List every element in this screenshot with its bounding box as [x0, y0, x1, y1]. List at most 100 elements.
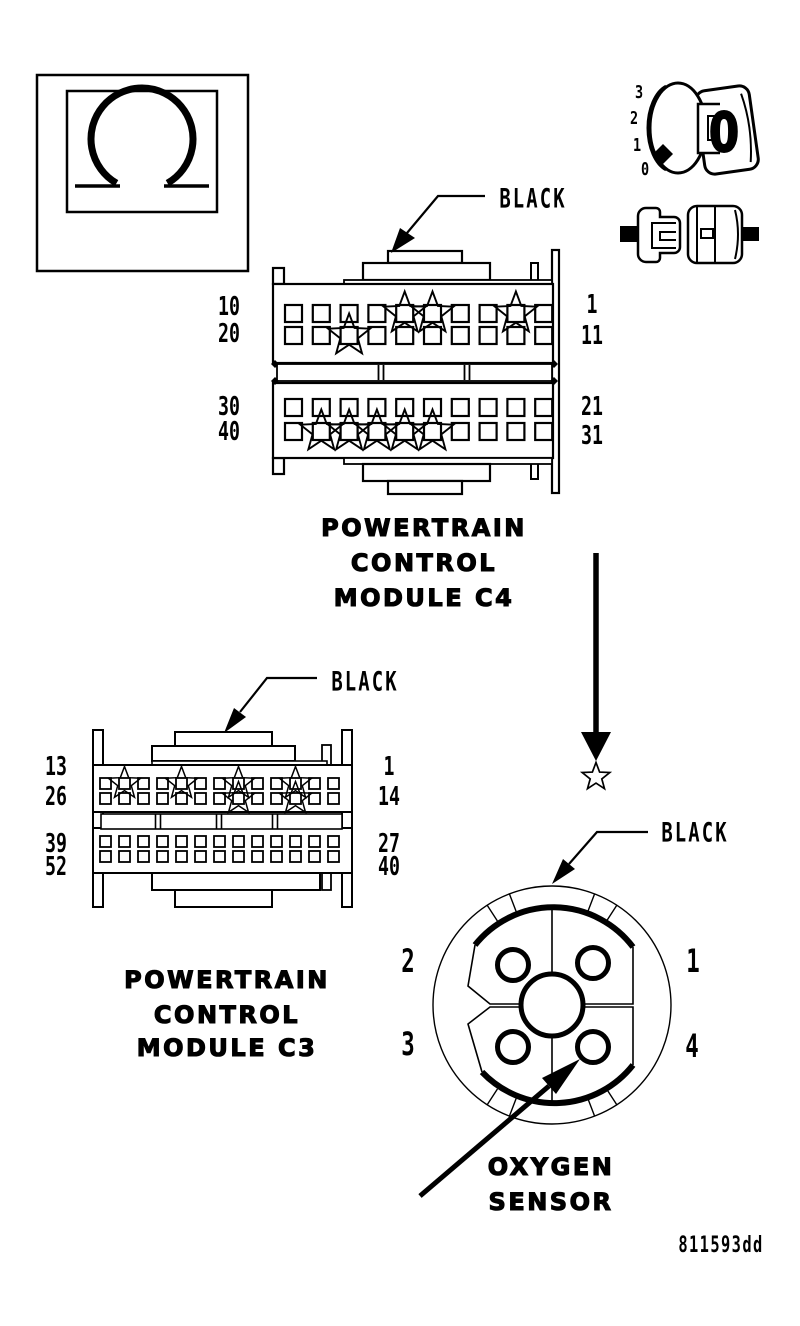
c4-label-row4-right: 31 [581, 421, 603, 451]
pin-cavity [395, 303, 415, 324]
pin-cavity [367, 421, 387, 442]
pin-cavity [395, 325, 415, 346]
pin-cavity [289, 850, 302, 863]
dial-mark-3: 3 [635, 81, 643, 102]
c4-body-upper [271, 282, 555, 365]
pin-cavity [308, 850, 321, 863]
pin-cavity [194, 850, 207, 863]
pin-cavity [450, 421, 470, 442]
o2-upper-shell-arc [472, 904, 636, 949]
pin-cavity [175, 835, 188, 848]
test-point-star [409, 288, 456, 334]
test-point-star [277, 764, 314, 800]
pin-cavity [156, 835, 169, 848]
c3-title-line3: MODULE C3 [137, 1034, 318, 1062]
o2-label-lower-right: 4 [685, 1027, 698, 1065]
dial-notch [696, 102, 720, 155]
dial-mark-0: 0 [641, 158, 649, 179]
c4-title-line2: CONTROL [351, 549, 497, 577]
c3-black-leader-line [239, 676, 317, 713]
o2-wire-color-label: BLACK [661, 817, 728, 848]
ohm-symbol [87, 84, 197, 187]
c3-label-row2-left: 26 [45, 782, 67, 812]
pin-cavity [251, 777, 264, 790]
pin-cavity [367, 303, 387, 324]
multimeter-dial-icon: 0 3 2 1 0 [630, 81, 760, 180]
pin-cavity [478, 397, 498, 418]
o2-key-ticks [486, 893, 618, 1117]
test-point-star [106, 764, 143, 800]
dial-pointer-icon [653, 144, 673, 164]
pin-cavity [450, 325, 470, 346]
c4-title-line3: MODULE C4 [334, 584, 515, 612]
pin-cavity [99, 792, 112, 805]
pin-cavity [213, 835, 226, 848]
pin-cavity [232, 850, 245, 863]
pin-cavity [194, 792, 207, 805]
o2-outer-ring [432, 885, 672, 1125]
test-point-star [277, 779, 314, 815]
pin-cavity [478, 303, 498, 324]
o2-pin-4 [575, 1029, 611, 1065]
o2-title-line2: SENSOR [489, 1188, 614, 1216]
pcm-c3-connector: 13 26 39 52 1 14 27 40 BLACK POWERTRAIN … [45, 666, 400, 1062]
pin-cavity [534, 325, 554, 346]
c4-label-row1-left: 10 [218, 292, 240, 322]
dial-knob-edge [646, 84, 667, 172]
pin-cavity [311, 325, 331, 346]
pcm-c4-connector: 10 20 30 40 1 11 21 31 BLACK POWERTRAIN … [218, 183, 603, 612]
pin-cavity [283, 325, 304, 346]
measure-path-arrow [579, 553, 613, 791]
ohmmeter-symbol [35, 73, 250, 273]
pin-cavity [367, 325, 387, 346]
o2-lower-shell-arc [479, 1063, 636, 1107]
pin-cavity [327, 777, 340, 790]
c4-label-row4-left: 40 [218, 417, 240, 447]
test-point-star [220, 764, 257, 800]
pin-cavity [270, 777, 283, 790]
pin-cavity [289, 835, 302, 848]
pin-cavity [213, 777, 226, 790]
pin-cavity [270, 835, 283, 848]
c3-label-row3-right: 27 [378, 829, 400, 859]
o2-black-arrowhead [552, 859, 575, 884]
c4-label-row1-right: 1 [587, 290, 598, 320]
down-arrowhead [581, 732, 611, 761]
c4-black-arrowhead [391, 228, 415, 253]
c4-wire-color-label: BLACK [499, 183, 566, 214]
c3-label-row1-right: 1 [384, 752, 395, 782]
pin-cavity [213, 850, 226, 863]
pin-cavity [270, 850, 283, 863]
c3-label-row4-left: 52 [45, 852, 67, 882]
c4-center-key-band [276, 363, 553, 382]
connector-female-edge [734, 209, 739, 260]
test-point-star [325, 310, 373, 356]
o2-black-leader-line [568, 830, 648, 865]
o2-label-lower-left: 3 [401, 1025, 414, 1063]
oxygen-sensor-connector: 2 1 3 4 BLACK OXYGEN SENSOR [401, 817, 728, 1216]
test-point-star [409, 406, 456, 452]
pin-cavity [311, 421, 331, 442]
pin-cavity [450, 303, 470, 324]
pin-cavity [137, 835, 150, 848]
pin-cavity [308, 835, 321, 848]
c3-black-arrowhead [224, 708, 246, 733]
c3-label-row2-right: 14 [378, 782, 400, 812]
o2-pin-2 [495, 947, 531, 983]
pin-cavity [232, 792, 245, 805]
connector-female-cap [696, 206, 716, 263]
pin-cavity [327, 850, 340, 863]
pin-cavity [232, 835, 245, 848]
pin-cavity [251, 792, 264, 805]
dial-mark-1: 1 [633, 134, 641, 155]
dial-body-edge [740, 93, 752, 163]
pin-cavity [175, 850, 188, 863]
pin-cavity [450, 397, 470, 418]
c4-label-row3-left: 30 [218, 392, 240, 422]
test-point-star [492, 288, 540, 334]
inline-connector-icon [620, 204, 759, 265]
c3-wire-color-label: BLACK [331, 666, 398, 697]
o2-pin-1 [575, 945, 611, 981]
c3-side-rail-right [341, 729, 353, 908]
